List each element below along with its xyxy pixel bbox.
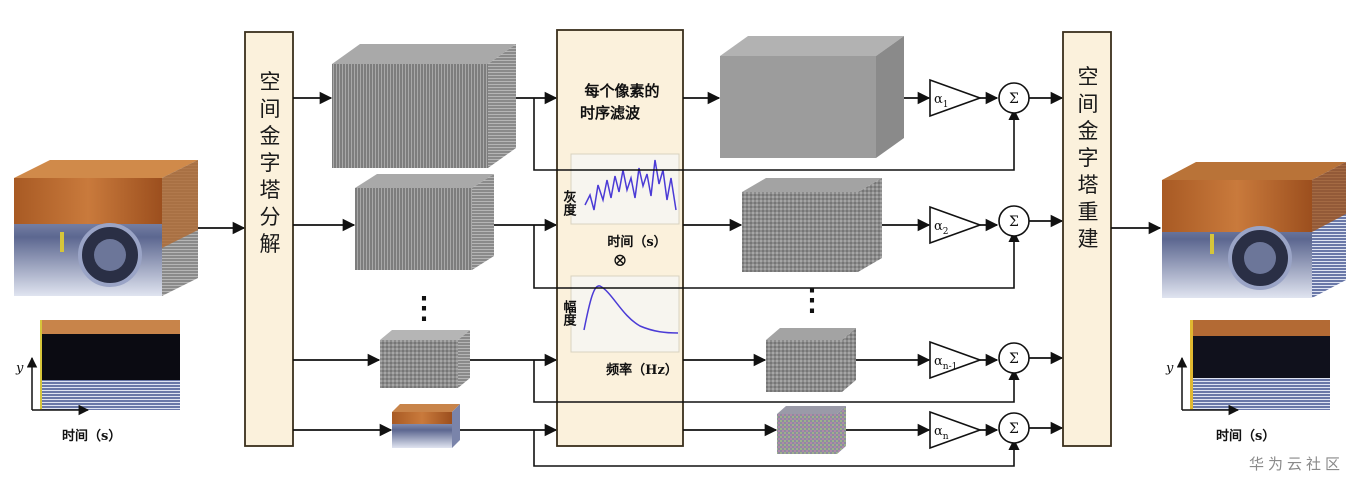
filtered-level-1-cube [720, 36, 904, 158]
ellipsis-right: ⋮ [797, 283, 827, 318]
amplifier-1: α1 [929, 78, 983, 118]
intensity-signal [584, 159, 677, 211]
amplifier-n: αn [929, 410, 983, 450]
svg-text:α2: α2 [934, 219, 949, 237]
pyramid-level-1-cube [332, 44, 516, 168]
intensity-graph-xlabel: 时间（s） [607, 234, 666, 250]
sum-node-1: Σ [998, 82, 1030, 114]
output-y-label: y [1165, 361, 1174, 376]
intensity-graph-ylabel: 灰度 [561, 189, 577, 217]
reconstruction-label: 空间金字塔重建 [1075, 66, 1099, 255]
input-video-cube [14, 160, 198, 296]
filter-title-line2: 时序滤波 [580, 104, 641, 122]
input-slice-image [40, 320, 180, 410]
amplifier-2: α2 [929, 205, 983, 245]
pyramid-level-2-cube [355, 174, 494, 270]
filter-title-line1: 每个像素的 [584, 82, 659, 100]
svg-text:Σ: Σ [1009, 214, 1019, 230]
decomposition-panel: 空间金字塔分解 [244, 31, 294, 447]
convolution-symbol: ⊗ [612, 250, 627, 271]
svg-text:Σ: Σ [1009, 421, 1019, 437]
svg-text:αn-1: αn-1 [934, 354, 957, 372]
sum-node-n1: Σ [998, 342, 1030, 374]
reconstruction-panel: 空间金字塔重建 [1062, 31, 1112, 447]
frequency-graph-xlabel: 频率（Hz） [606, 362, 678, 378]
temporal-filter-panel: 每个像素的 时序滤波 灰度 时间（s） ⊗ 幅度 频率（Hz） [556, 29, 684, 447]
intensity-graph-box [570, 153, 680, 225]
bypass-lines [533, 98, 1015, 467]
input-y-label: y [15, 361, 24, 376]
svg-text:αn: αn [934, 424, 949, 442]
frequency-graph-ylabel: 幅度 [561, 299, 577, 327]
pyramid-level-n1-cube [380, 330, 470, 388]
output-slice-axes: y 时间（s） [1165, 356, 1275, 444]
frequency-response-curve [583, 285, 679, 334]
filtered-level-2-cube [742, 178, 882, 272]
sum-node-2: Σ [998, 205, 1030, 237]
input-slice-axes: y 时间（s） [15, 356, 121, 444]
svg-text:Σ: Σ [1009, 351, 1019, 367]
output-time-label: 时间（s） [1216, 428, 1275, 444]
pyramid-level-n-cube [392, 404, 460, 448]
filtered-level-n1-cube [766, 328, 856, 392]
svg-text:Σ: Σ [1009, 91, 1019, 107]
ellipsis-left: ⋮ [409, 291, 439, 326]
svg-text:α1: α1 [934, 92, 949, 110]
output-video-cube [1162, 162, 1346, 298]
sum-node-n: Σ [998, 412, 1030, 444]
decomposition-label: 空间金字塔分解 [257, 71, 281, 260]
input-time-label: 时间（s） [62, 428, 121, 444]
filtered-level-n-cube [777, 406, 846, 454]
output-slice-image [1190, 320, 1330, 410]
watermark: 华为云社区 [1248, 455, 1344, 473]
amplifier-n1: αn-1 [929, 340, 983, 380]
